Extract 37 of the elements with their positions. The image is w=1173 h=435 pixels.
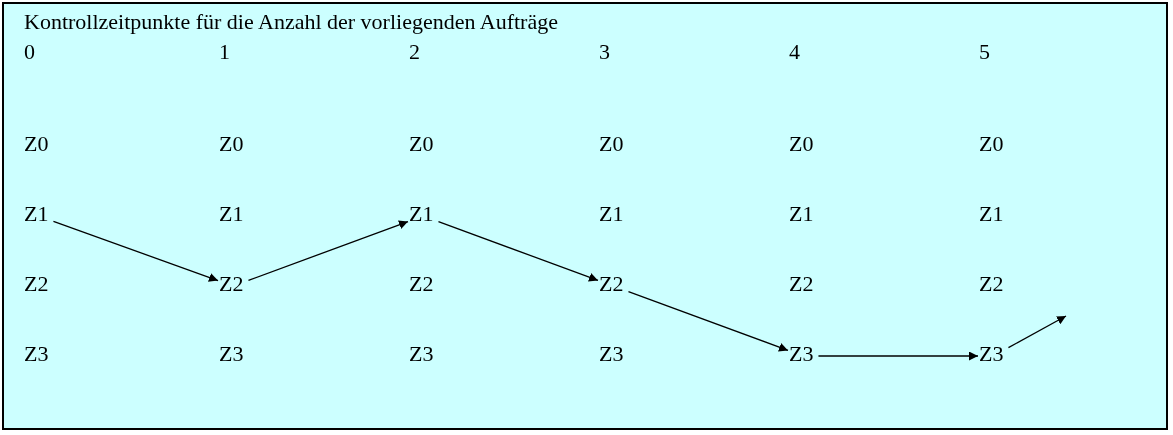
state-label: Z0 (24, 132, 49, 156)
title: Kontrollzeitpunkte für die Anzahl der vorliegenden Aufträge (24, 10, 558, 34)
state-label: Z3 (24, 342, 49, 366)
state-label: Z1 (979, 202, 1004, 226)
state-label: Z2 (979, 272, 1004, 296)
state-label: Z3 (599, 342, 624, 366)
state-label: Z1 (219, 202, 244, 226)
state-label: Z1 (789, 202, 814, 226)
column-number: 4 (789, 40, 800, 64)
state-label: Z2 (599, 272, 624, 296)
state-label: Z3 (979, 342, 1004, 366)
column-number: 0 (24, 40, 35, 64)
state-label: Z1 (599, 202, 624, 226)
state-label: Z0 (219, 132, 244, 156)
state-label: Z1 (24, 202, 49, 226)
state-label: Z0 (979, 132, 1004, 156)
state-label: Z3 (409, 342, 434, 366)
state-label: Z3 (219, 342, 244, 366)
state-label: Z2 (409, 272, 434, 296)
state-label: Z2 (24, 272, 49, 296)
arrow (437, 220, 599, 282)
state-label: Z0 (789, 132, 814, 156)
arrow (1007, 315, 1067, 349)
column-number: 3 (599, 40, 610, 64)
state-label: Z0 (599, 132, 624, 156)
state-label: Z3 (789, 342, 814, 366)
column-number: 2 (409, 40, 420, 64)
column-number: 5 (979, 40, 990, 64)
state-label: Z2 (219, 272, 244, 296)
state-label: Z2 (789, 272, 814, 296)
arrow (627, 290, 789, 352)
column-number: 1 (219, 40, 230, 64)
arrow (817, 351, 979, 361)
state-label: Z1 (409, 202, 434, 226)
arrow (52, 220, 219, 282)
arrow (247, 220, 409, 282)
state-label: Z0 (409, 132, 434, 156)
